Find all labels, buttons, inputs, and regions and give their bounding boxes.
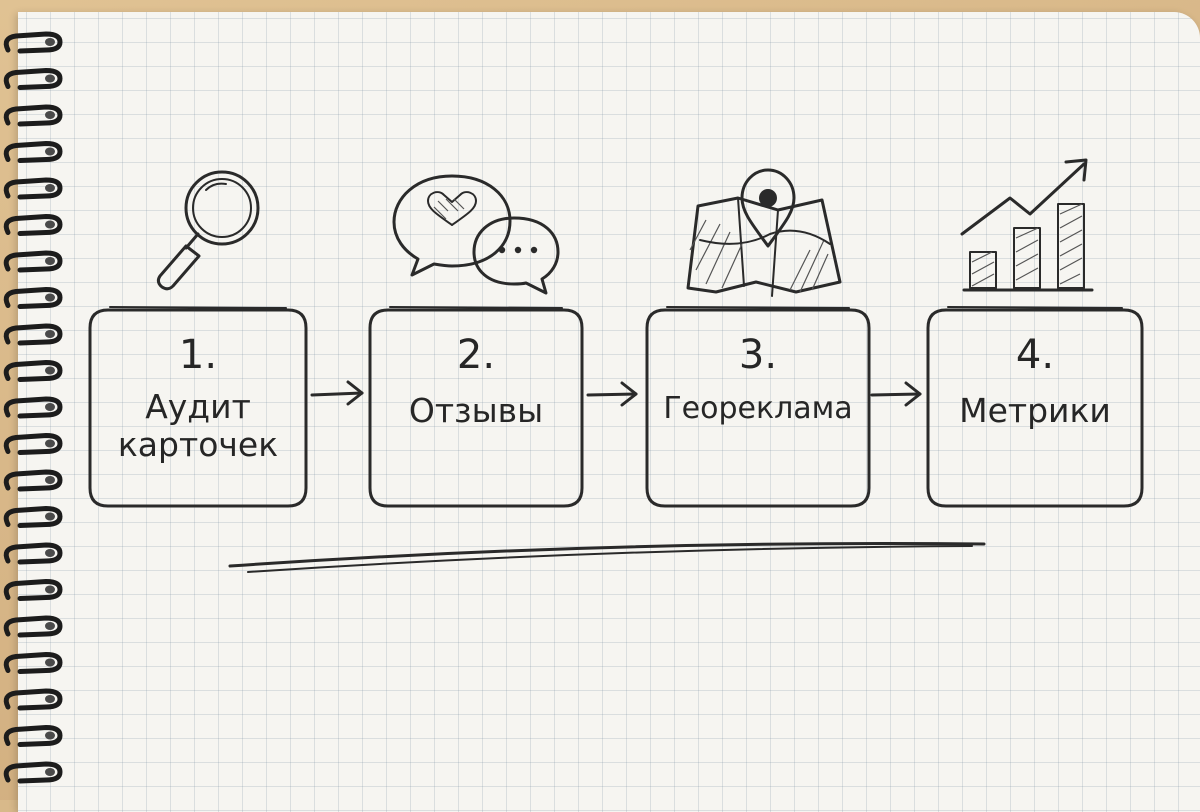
binding-hole bbox=[45, 111, 55, 119]
spiral-ring bbox=[3, 615, 63, 638]
spiral-ring bbox=[3, 724, 63, 747]
step-box-4 bbox=[926, 306, 1144, 508]
underline-stroke bbox=[228, 541, 986, 573]
spiral-ring bbox=[3, 469, 63, 492]
binding-hole bbox=[45, 330, 55, 338]
binding-hole bbox=[45, 476, 55, 484]
binding-hole bbox=[45, 38, 55, 46]
speech-bubbles-icon bbox=[392, 174, 560, 295]
step-4-number: 4. bbox=[1015, 332, 1055, 378]
arrow-3-to-4 bbox=[870, 381, 922, 407]
spiral-ring bbox=[3, 396, 63, 419]
binding-hole bbox=[45, 695, 55, 703]
binding-hole bbox=[45, 184, 55, 192]
binding-hole bbox=[45, 768, 55, 776]
step-3-number: 3. bbox=[738, 332, 778, 378]
spiral-ring bbox=[3, 359, 63, 382]
spiral-ring bbox=[3, 323, 63, 346]
spiral-ring bbox=[3, 688, 63, 711]
binding-hole bbox=[45, 220, 55, 229]
map-pin-icon bbox=[686, 168, 842, 297]
step-1-text: 1. Аудит карточек bbox=[92, 332, 304, 464]
step-4-text: 4. Метрики bbox=[930, 332, 1140, 430]
step-box-1 bbox=[88, 306, 308, 508]
step-2-text: 2. Отзывы bbox=[372, 332, 580, 430]
binding-hole bbox=[45, 549, 55, 557]
magnifier-icon bbox=[156, 170, 260, 291]
growth-chart-icon bbox=[960, 158, 1094, 292]
spiral-ring bbox=[3, 250, 63, 273]
spiral-ring bbox=[3, 31, 63, 54]
spiral-ring bbox=[3, 578, 63, 601]
binding-hole bbox=[45, 658, 55, 667]
binding-hole bbox=[45, 74, 55, 83]
spiral-ring bbox=[3, 505, 63, 528]
binding-hole bbox=[45, 512, 55, 521]
spiral-ring bbox=[3, 213, 63, 236]
spiral-ring bbox=[3, 761, 63, 784]
step-box-3 bbox=[645, 306, 871, 508]
step-1-label: Аудит карточек bbox=[117, 387, 279, 464]
binding-hole bbox=[45, 403, 55, 411]
step-box-2 bbox=[368, 306, 584, 508]
binding-hole bbox=[45, 366, 55, 375]
binding-hole bbox=[45, 147, 55, 156]
binding-hole bbox=[45, 585, 55, 594]
binding-hole bbox=[45, 622, 55, 630]
spiral-ring bbox=[3, 104, 63, 127]
step-4-label: Метрики bbox=[959, 391, 1111, 430]
arrow-2-to-3 bbox=[586, 381, 638, 407]
spiral-ring bbox=[3, 651, 63, 674]
step-2-number: 2. bbox=[456, 332, 496, 378]
step-2-label: Отзывы bbox=[408, 391, 544, 430]
arrow-1-to-2 bbox=[310, 380, 364, 406]
notebook-page bbox=[18, 12, 1200, 812]
binding-hole bbox=[45, 439, 55, 448]
spiral-ring bbox=[3, 177, 63, 200]
spiral-ring bbox=[3, 432, 63, 455]
spiral-ring bbox=[3, 140, 63, 163]
spiral-binding bbox=[3, 31, 63, 784]
step-3-text: 3. Георeклама bbox=[649, 332, 867, 427]
spiral-ring bbox=[3, 542, 63, 565]
step-3-label: Георeклама bbox=[663, 391, 853, 426]
step-1-number: 1. bbox=[178, 332, 218, 378]
binding-hole bbox=[45, 293, 55, 302]
spiral-ring bbox=[3, 67, 63, 90]
binding-hole bbox=[45, 257, 55, 265]
binding-hole bbox=[45, 731, 55, 740]
spiral-ring bbox=[3, 286, 63, 309]
